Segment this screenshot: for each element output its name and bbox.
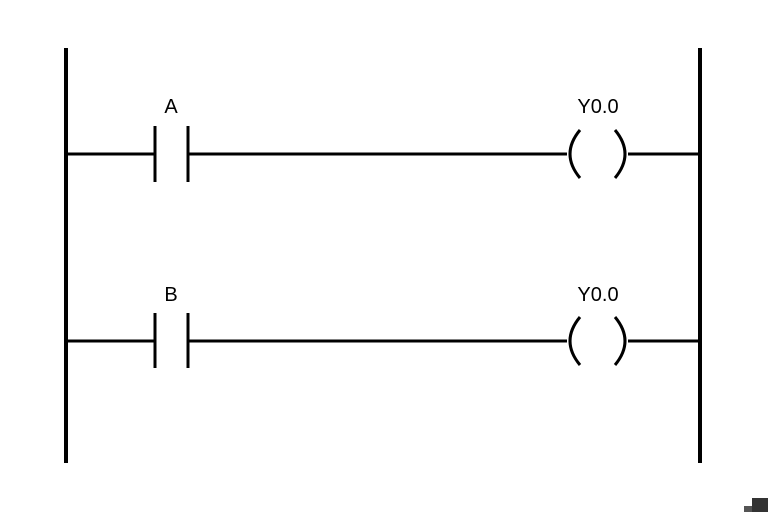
rung-2-coil-arc-left <box>568 316 582 366</box>
corner-mark-small <box>744 506 752 512</box>
rung-2-contact <box>153 313 190 368</box>
rung-1-contact <box>153 126 190 182</box>
rung-1-contact-label: A <box>164 96 178 118</box>
rung-1-coil-arc-left <box>568 129 582 179</box>
rung-2-coil-arc-right <box>613 316 627 366</box>
rung-2: B Y0.0 <box>66 284 700 368</box>
rung-2-contact-label: B <box>164 284 177 306</box>
rung-2-coil-label: Y0.0 <box>577 284 618 306</box>
rung-2-coil <box>568 316 627 366</box>
rung-1-coil-arc-right <box>613 129 627 179</box>
corner-mark <box>752 498 768 512</box>
rung-1-coil-label: Y0.0 <box>577 96 618 118</box>
rung-1-coil <box>568 129 627 179</box>
rung-1: A Y0.0 <box>66 96 700 182</box>
